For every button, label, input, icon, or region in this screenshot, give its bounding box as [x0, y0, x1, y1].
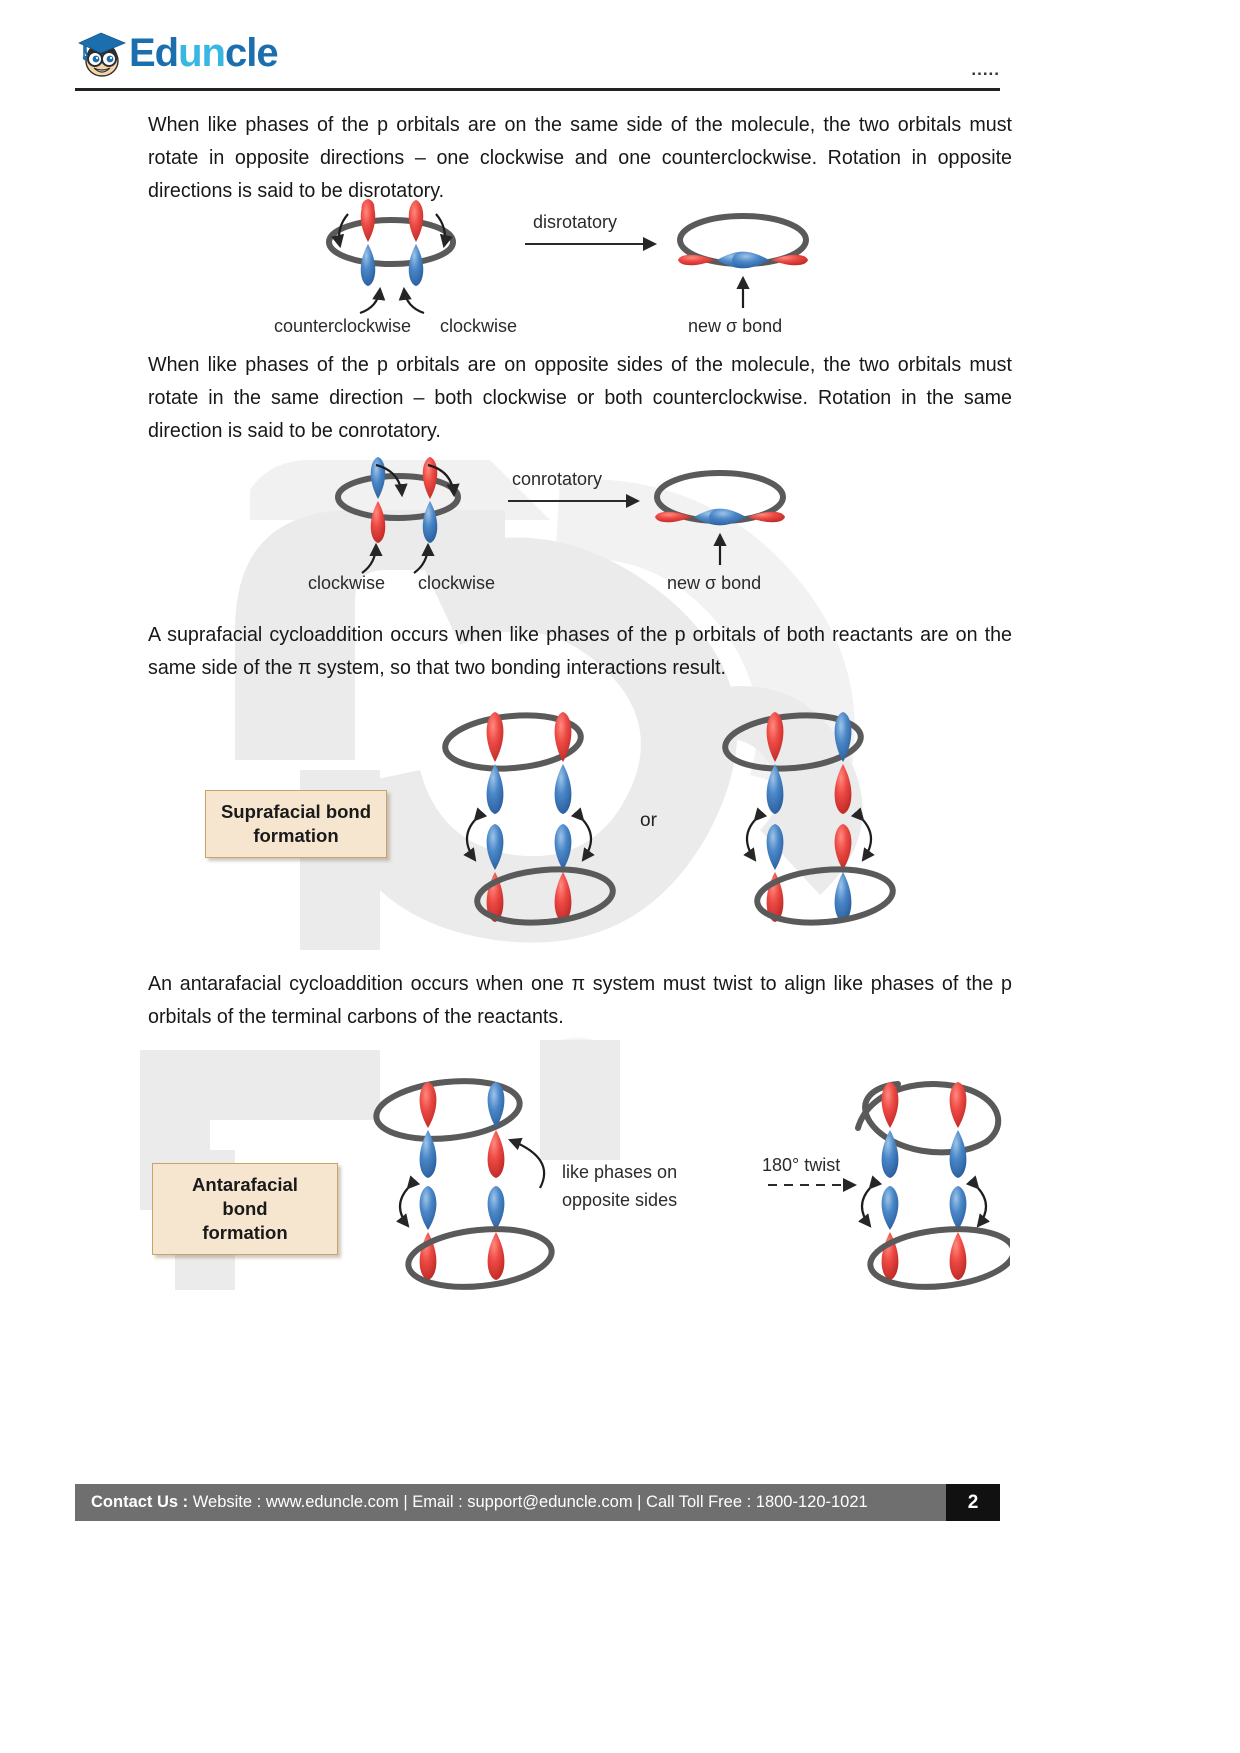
antarafacial-label-box: Antarafacial bond formation	[152, 1163, 338, 1255]
suprafacial-label-line-1: Suprafacial bond	[220, 801, 372, 822]
suprafacial-label-line-2: formation	[253, 825, 339, 846]
graduate-mascot-icon	[75, 28, 127, 78]
label-or: or	[640, 810, 657, 831]
brand-wordmark-part-3: cle	[225, 31, 279, 75]
label-disrotatory: disrotatory	[533, 212, 618, 232]
brand-logo: Eduncle	[75, 28, 279, 78]
brand-wordmark: Eduncle	[129, 31, 279, 75]
label-180-twist: 180° twist	[762, 1155, 841, 1175]
figure-suprafacial	[405, 700, 965, 940]
caption-clockwise-left: clockwise	[308, 573, 386, 593]
suprafacial-label-box: Suprafacial bond formation	[205, 790, 387, 858]
footer-contact: Contact Us : Website : www.eduncle.com |…	[75, 1493, 946, 1512]
paragraph-conrotatory-intro: When like phases of the p orbitals are o…	[148, 353, 1012, 442]
caption-new-sigma-bond-2: new σ bond	[667, 573, 762, 593]
paragraph-suprafacial-intro: A suprafacial cycloaddition occurs when …	[148, 623, 1012, 679]
figure-antarafacial: like phases on opposite sides 180° twist	[350, 1070, 1017, 1300]
caption-new-sigma-bond-1: new σ bond	[688, 316, 783, 336]
label-conrotatory: conrotatory	[512, 469, 603, 489]
page-footer: Contact Us : Website : www.eduncle.com |…	[75, 1484, 1000, 1521]
brand-wordmark-part-2: un	[178, 31, 226, 75]
antarafacial-label-line-1: Antarafacial bond	[192, 1174, 298, 1219]
caption-clockwise-right: clockwise	[418, 573, 496, 593]
page-header: Eduncle .....	[75, 22, 1000, 88]
page-number-badge: 2	[946, 1484, 1000, 1521]
header-divider	[75, 88, 1000, 91]
figure-conrotatory: clockwise clockwise conrotatory new σ bo…	[290, 455, 810, 600]
header-dots: .....	[971, 60, 1000, 79]
brand-wordmark-part-1: Ed	[129, 31, 179, 75]
note-like-phases-line-1: like phases on	[562, 1162, 678, 1182]
footer-contact-label: Contact Us :	[91, 1493, 189, 1511]
footer-contact-text: Website : www.eduncle.com | Email : supp…	[188, 1493, 868, 1511]
antarafacial-label-line-2: formation	[202, 1222, 288, 1243]
paragraph-antarafacial-intro: An antarafacial cycloaddition occurs whe…	[148, 972, 1012, 1028]
note-like-phases-line-2: opposite sides	[562, 1190, 678, 1210]
caption-counterclockwise: counterclockwise	[274, 316, 412, 336]
figure-disrotatory: counterclockwise clockwise disrotatory n…	[260, 198, 840, 343]
paragraph-disrotatory-intro: When like phases of the p orbitals are o…	[148, 113, 1012, 202]
caption-clockwise: clockwise	[440, 316, 518, 336]
